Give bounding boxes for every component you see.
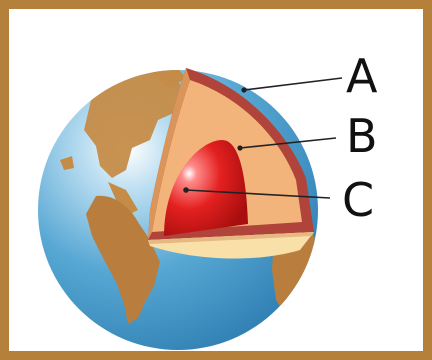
label-c: C [342, 173, 374, 227]
leader-dot-b [238, 146, 242, 150]
label-b: B [346, 109, 378, 163]
leader-line-a [244, 78, 342, 90]
leader-dot-a [242, 88, 246, 92]
label-a: A [346, 49, 378, 103]
leader-dot-c [184, 188, 188, 192]
